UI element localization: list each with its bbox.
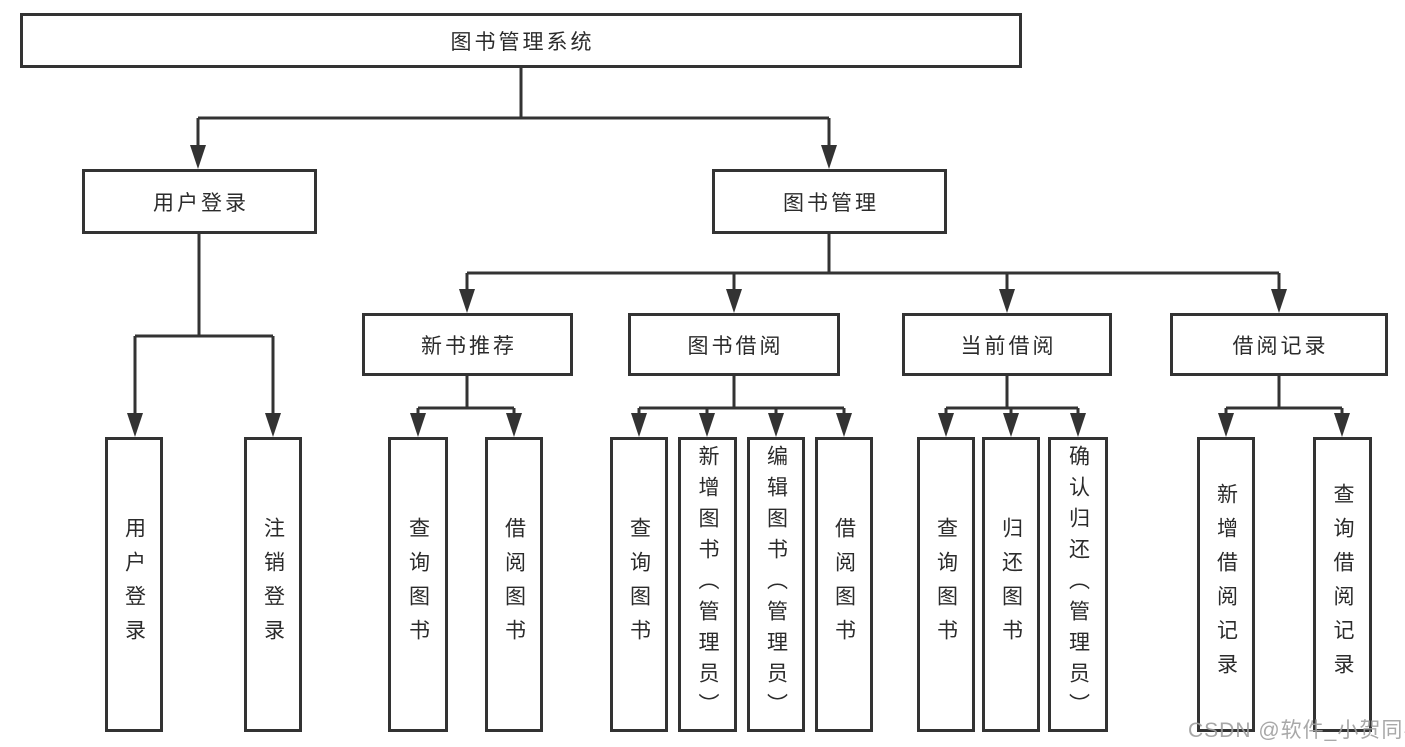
node-borrow-record-label: 借阅记录	[1232, 334, 1329, 358]
leaf-query-book-2-label: 查询图书	[627, 516, 651, 653]
node-current-borrow-label: 当前借阅	[960, 334, 1057, 358]
leaf-add-borrow-record: 新增借阅记录	[1197, 437, 1255, 732]
node-new-book-recommend-label: 新书推荐	[421, 334, 517, 358]
node-user-login: 用户登录	[82, 169, 317, 234]
edge-book-management-to-level3	[459, 234, 1287, 313]
edge-user-login-to-leaves	[127, 234, 281, 437]
node-root: 图书管理系统	[20, 13, 1022, 68]
node-book-borrow: 图书借阅	[628, 313, 840, 376]
leaf-logout: 注销登录	[244, 437, 302, 732]
leaf-borrow-book-1: 借阅图书	[485, 437, 543, 732]
leaf-edit-book-admin: 编辑图书（管理员）	[747, 437, 805, 732]
leaf-logout-label: 注销登录	[261, 516, 285, 653]
leaf-query-book-3-label: 查询图书	[934, 516, 958, 653]
leaf-borrow-book-2: 借阅图书	[815, 437, 873, 732]
leaf-add-book-admin: 新增图书（管理员）	[678, 437, 737, 732]
edge-borrow-record-to-leaves	[1218, 376, 1350, 437]
leaf-confirm-return-admin: 确认归还（管理员）	[1048, 437, 1108, 732]
leaf-return-book: 归还图书	[982, 437, 1040, 732]
leaf-borrow-book-1-label: 借阅图书	[502, 516, 526, 653]
leaf-edit-book-admin-label: 编辑图书（管理员）	[764, 445, 788, 724]
leaf-query-book-3: 查询图书	[917, 437, 975, 732]
leaf-user-login: 用户登录	[105, 437, 163, 732]
leaf-add-book-admin-label: 新增图书（管理员）	[696, 445, 720, 724]
leaf-query-book-1: 查询图书	[388, 437, 448, 732]
node-book-borrow-label: 图书借阅	[687, 334, 784, 358]
node-user-login-label: 用户登录	[153, 191, 249, 215]
leaf-query-book-2: 查询图书	[610, 437, 668, 732]
csdn-watermark: CSDN @软件_小贺同学	[1188, 719, 1405, 742]
leaf-query-borrow-record-label: 查询借阅记录	[1331, 482, 1355, 687]
node-new-book-recommend: 新书推荐	[362, 313, 573, 376]
leaf-borrow-book-2-label: 借阅图书	[832, 516, 856, 653]
edge-current-borrow-to-leaves	[938, 376, 1086, 437]
leaf-query-book-1-label: 查询图书	[406, 516, 430, 653]
node-book-management-label: 图书管理	[783, 191, 879, 215]
node-current-borrow: 当前借阅	[902, 313, 1112, 376]
edge-root-to-level2	[190, 68, 837, 169]
leaf-confirm-return-admin-label: 确认归还（管理员）	[1066, 445, 1090, 724]
node-borrow-record: 借阅记录	[1170, 313, 1388, 376]
leaf-return-book-label: 归还图书	[999, 516, 1023, 653]
leaf-query-borrow-record: 查询借阅记录	[1313, 437, 1372, 732]
leaf-user-login-label: 用户登录	[122, 516, 146, 653]
edge-book-borrow-to-leaves	[631, 376, 852, 437]
node-book-management: 图书管理	[712, 169, 947, 234]
node-root-label: 图书管理系统	[450, 30, 595, 54]
leaf-add-borrow-record-label: 新增借阅记录	[1214, 482, 1238, 687]
edge-new-book-recommend-to-leaves	[410, 376, 522, 437]
